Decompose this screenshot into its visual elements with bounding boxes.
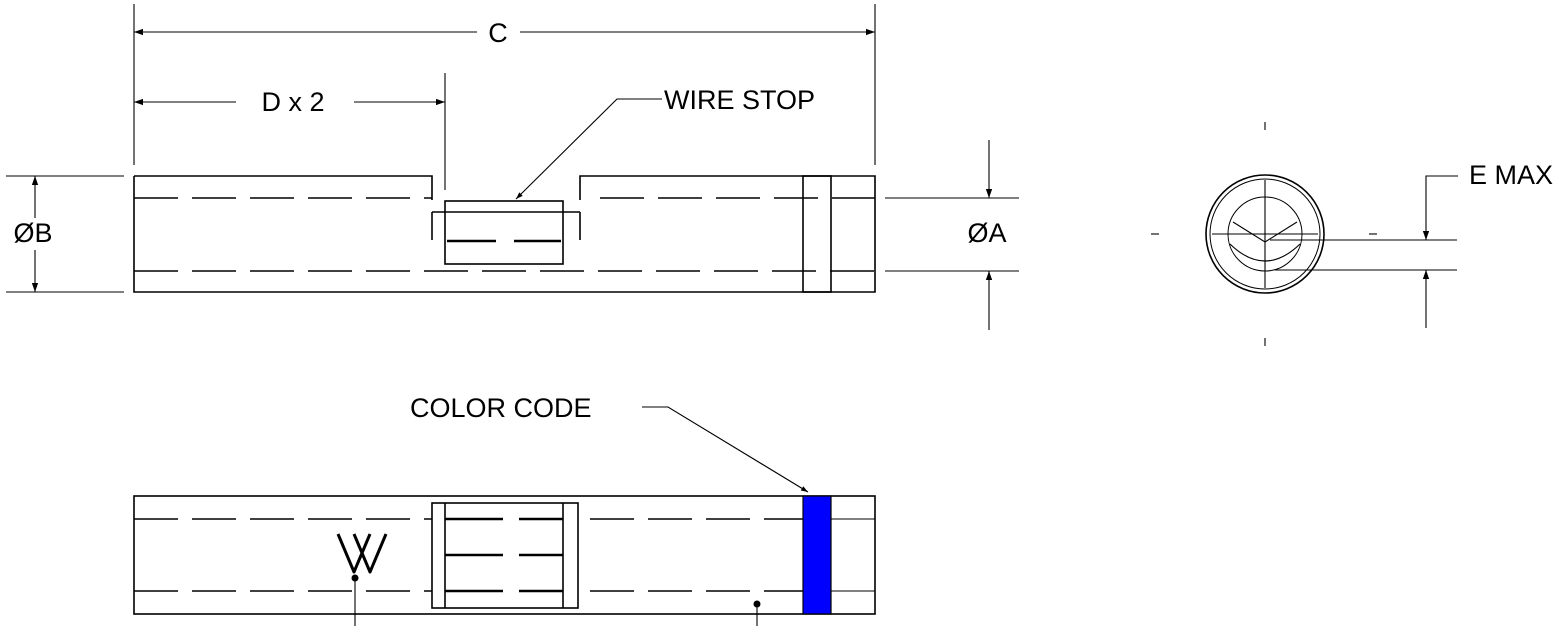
bottom-view bbox=[133, 495, 876, 626]
body-outline bbox=[133, 175, 876, 293]
dim-d-label: D x 2 bbox=[261, 87, 324, 117]
manufacturer-logo bbox=[336, 533, 388, 626]
dimension-e: E MAX bbox=[1422, 160, 1553, 328]
wire-stop-callout: WIRE STOP bbox=[515, 85, 815, 200]
e-max-label: E MAX bbox=[1469, 160, 1553, 190]
wire-stop-block bbox=[444, 200, 564, 265]
dia-a-label: ØA bbox=[967, 218, 1006, 248]
dimension-a: ØA bbox=[885, 140, 1019, 330]
wire-stop-label: WIRE STOP bbox=[664, 85, 815, 115]
end-view bbox=[1151, 122, 1457, 346]
side-view bbox=[133, 175, 876, 293]
dimension-c: C bbox=[133, 4, 876, 165]
marking-point bbox=[753, 600, 761, 626]
color-band-outline bbox=[802, 175, 832, 293]
color-code-label: COLOR CODE bbox=[410, 393, 592, 423]
dimension-b: ØB bbox=[6, 175, 124, 293]
color-code-band bbox=[802, 495, 832, 615]
bottom-body-outline bbox=[133, 495, 876, 615]
dia-b-label: ØB bbox=[13, 218, 52, 248]
dimension-d: D x 2 bbox=[134, 73, 446, 190]
dim-c-label: C bbox=[488, 18, 508, 48]
color-code-callout: COLOR CODE bbox=[410, 393, 809, 493]
